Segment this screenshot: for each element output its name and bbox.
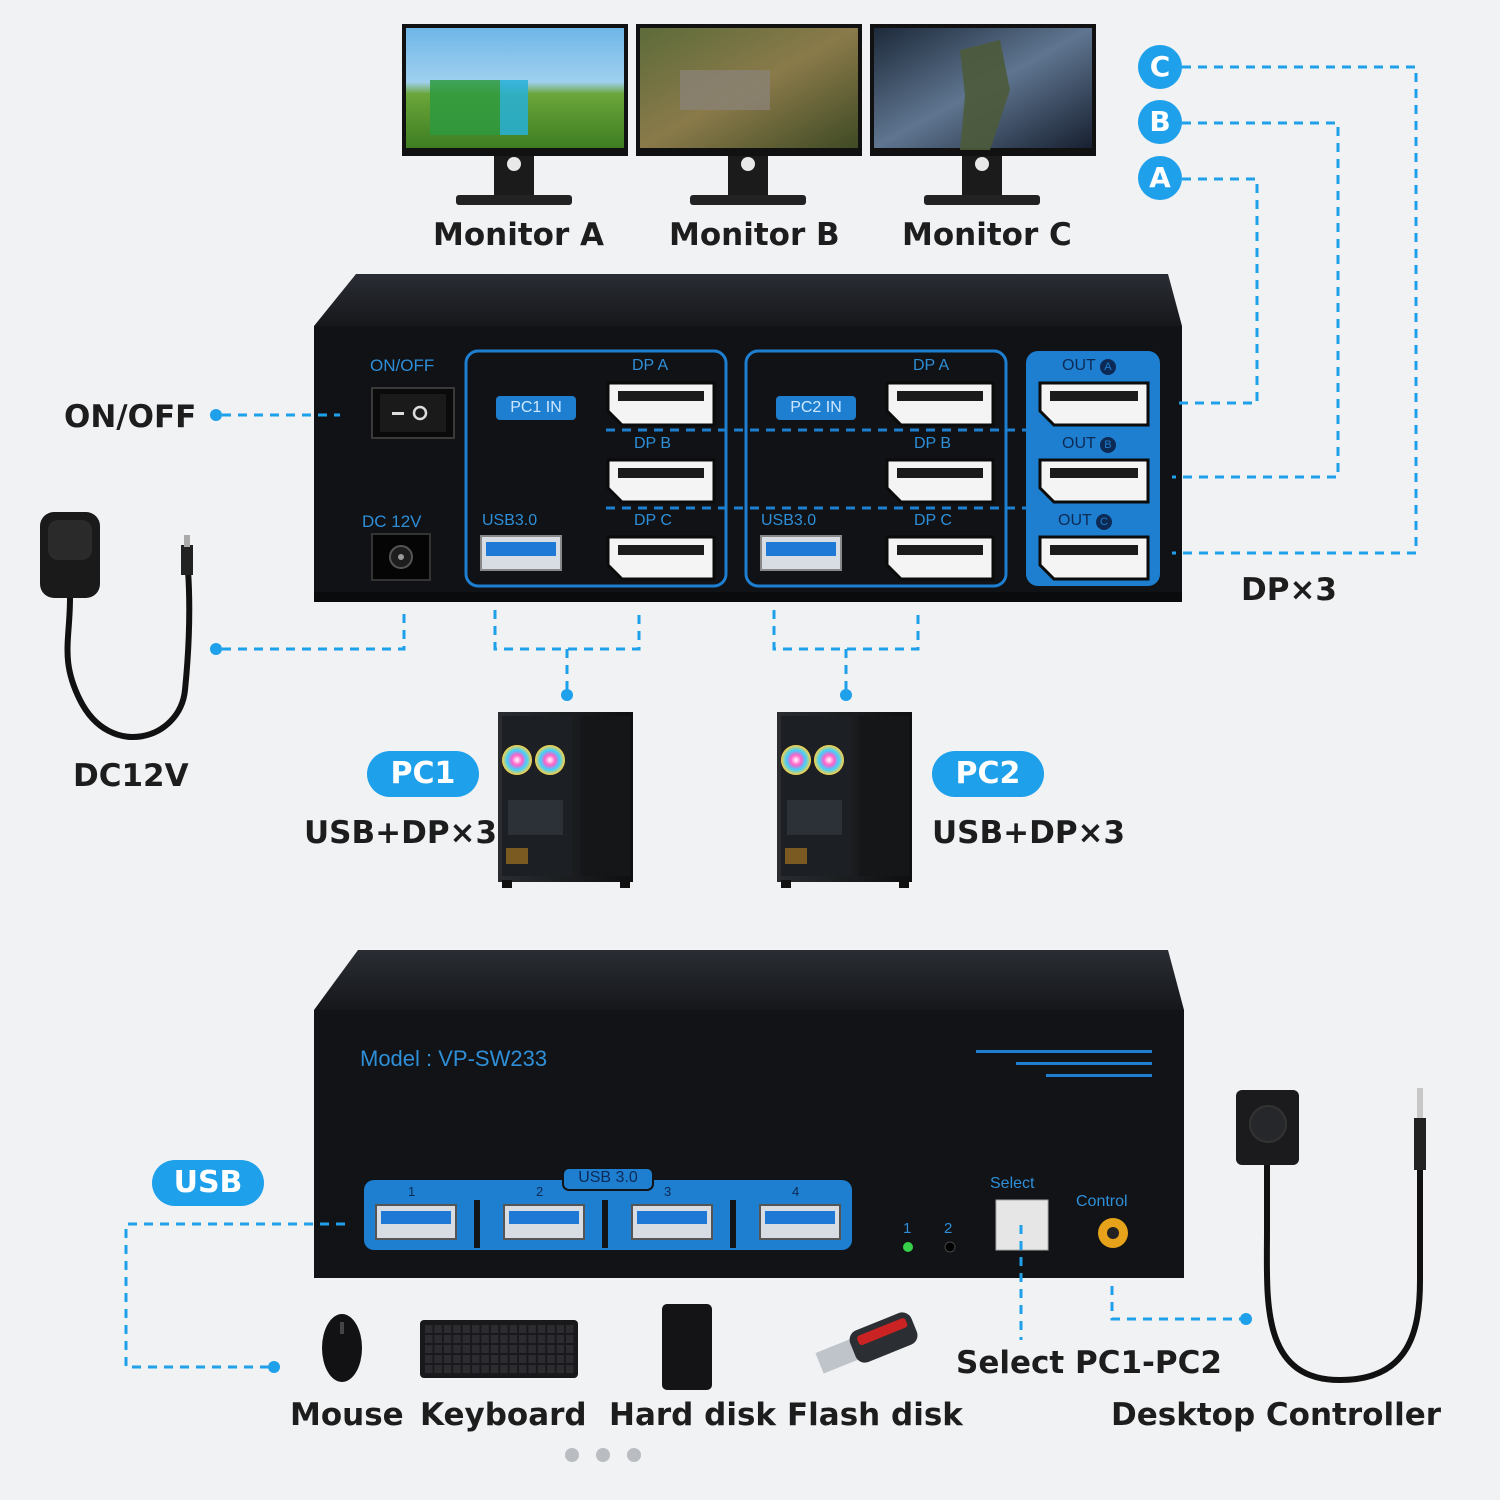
pc2-dp-a-label: DP A (913, 357, 950, 374)
pc1-in-badge: PC1 IN (510, 399, 562, 416)
monitor-b-graphic (636, 24, 862, 205)
out-dp-port-2 (1038, 458, 1150, 504)
out-b-label: OUT B (1062, 435, 1116, 453)
pc1-dp-c-label: DP C (634, 512, 672, 529)
pc1-badge: PC1 (367, 751, 479, 797)
usb-port-1-number: 1 (408, 1184, 416, 1199)
select-desc: Select PC1-PC2 (956, 1345, 1222, 1381)
hard-disk-label: Hard disk (609, 1397, 777, 1433)
pc2-dp-port-2 (885, 458, 995, 504)
mouse-label: Mouse (290, 1397, 404, 1433)
rear-usb-ports (480, 535, 842, 571)
led-1-label: 1 (903, 1220, 912, 1237)
pc1-usb-label: USB3.0 (482, 512, 538, 529)
usb-group-label: USB 3.0 (578, 1169, 638, 1186)
keyboard-graphic (420, 1320, 578, 1378)
pc1-tower-graphic (498, 712, 633, 888)
monitor-a-graphic (402, 24, 628, 205)
out-a-label: OUT A (1062, 357, 1116, 375)
flash-disk-label: Flash disk (787, 1397, 963, 1433)
mouse-graphic (322, 1314, 362, 1382)
out-c-label: OUT C (1058, 512, 1112, 530)
pc1-desc: USB+DP×3 (304, 815, 498, 851)
out-dp-port-1 (1038, 381, 1150, 427)
usb-badge: USB (152, 1160, 264, 1206)
carousel-dot-3[interactable] (627, 1448, 641, 1462)
power-adapter-graphic (40, 512, 193, 740)
monitor-c-graphic (870, 24, 1096, 205)
power-switch-label: ON/OFF (370, 356, 435, 375)
pc2-dp-port-1 (885, 381, 995, 427)
dc-port-label: DC 12V (362, 512, 422, 531)
pc2-dp-port-3 (885, 535, 995, 581)
keyboard-label: Keyboard (420, 1397, 587, 1433)
pc1-dp-port-1 (606, 381, 716, 427)
pc2-tower-graphic (777, 712, 912, 888)
pc2-desc: USB+DP×3 (932, 815, 1126, 851)
front-usb-port-3[interactable] (631, 1204, 713, 1240)
flash-disk-graphic (815, 1312, 918, 1374)
select-label: Select (990, 1175, 1035, 1192)
monitor-c-label: Monitor C (902, 217, 1072, 253)
output-marker-c: C (1138, 45, 1182, 89)
dc12v-callout: DC12V (73, 758, 189, 794)
control-label: Control (1076, 1193, 1128, 1210)
model-label: Model : VP-SW233 (360, 1046, 548, 1071)
pc1-dp-a-label: DP A (632, 357, 669, 374)
usb-port-3-number: 3 (664, 1184, 672, 1199)
pc1-dp-port-2 (606, 458, 716, 504)
carousel-dot-1[interactable] (565, 1448, 579, 1462)
led-2-label: 2 (944, 1220, 953, 1237)
pc1-dp-b-label: DP B (634, 435, 672, 452)
front-usb-port-2[interactable] (503, 1204, 585, 1240)
desktop-controller-graphic (1236, 1088, 1426, 1384)
monitor-b-label: Monitor B (669, 217, 840, 253)
output-marker-b: B (1138, 100, 1182, 144)
on-off-callout: ON/OFF (64, 399, 197, 435)
pc2-dp-c-label: DP C (914, 512, 952, 529)
front-connectors (124, 1222, 1240, 1369)
usb-port-2-number: 2 (536, 1184, 544, 1199)
monitor-a-label: Monitor A (433, 217, 605, 253)
carousel-dot-2[interactable] (596, 1448, 610, 1462)
usb-port-4-number: 4 (792, 1184, 800, 1199)
output-marker-a: A (1138, 156, 1182, 200)
pc2-dp-b-label: DP B (914, 435, 952, 452)
rear-connectors (222, 65, 1418, 692)
hard-disk-graphic (662, 1304, 712, 1390)
front-usb-ports (375, 1204, 841, 1240)
pc1-dp-port-3 (606, 535, 716, 581)
pc2-badge: PC2 (932, 751, 1044, 797)
pc2-usb-label: USB3.0 (761, 512, 817, 529)
dp-x3-callout: DP×3 (1241, 572, 1337, 608)
front-usb-port-4[interactable] (759, 1204, 841, 1240)
pc2-in-badge: PC2 IN (790, 399, 842, 416)
out-dp-port-3 (1038, 535, 1150, 581)
select-button[interactable] (996, 1200, 1048, 1250)
desktop-controller-desc: Desktop Controller (1111, 1397, 1442, 1433)
front-usb-port-1[interactable] (375, 1204, 457, 1240)
dp-ports (606, 381, 1150, 581)
